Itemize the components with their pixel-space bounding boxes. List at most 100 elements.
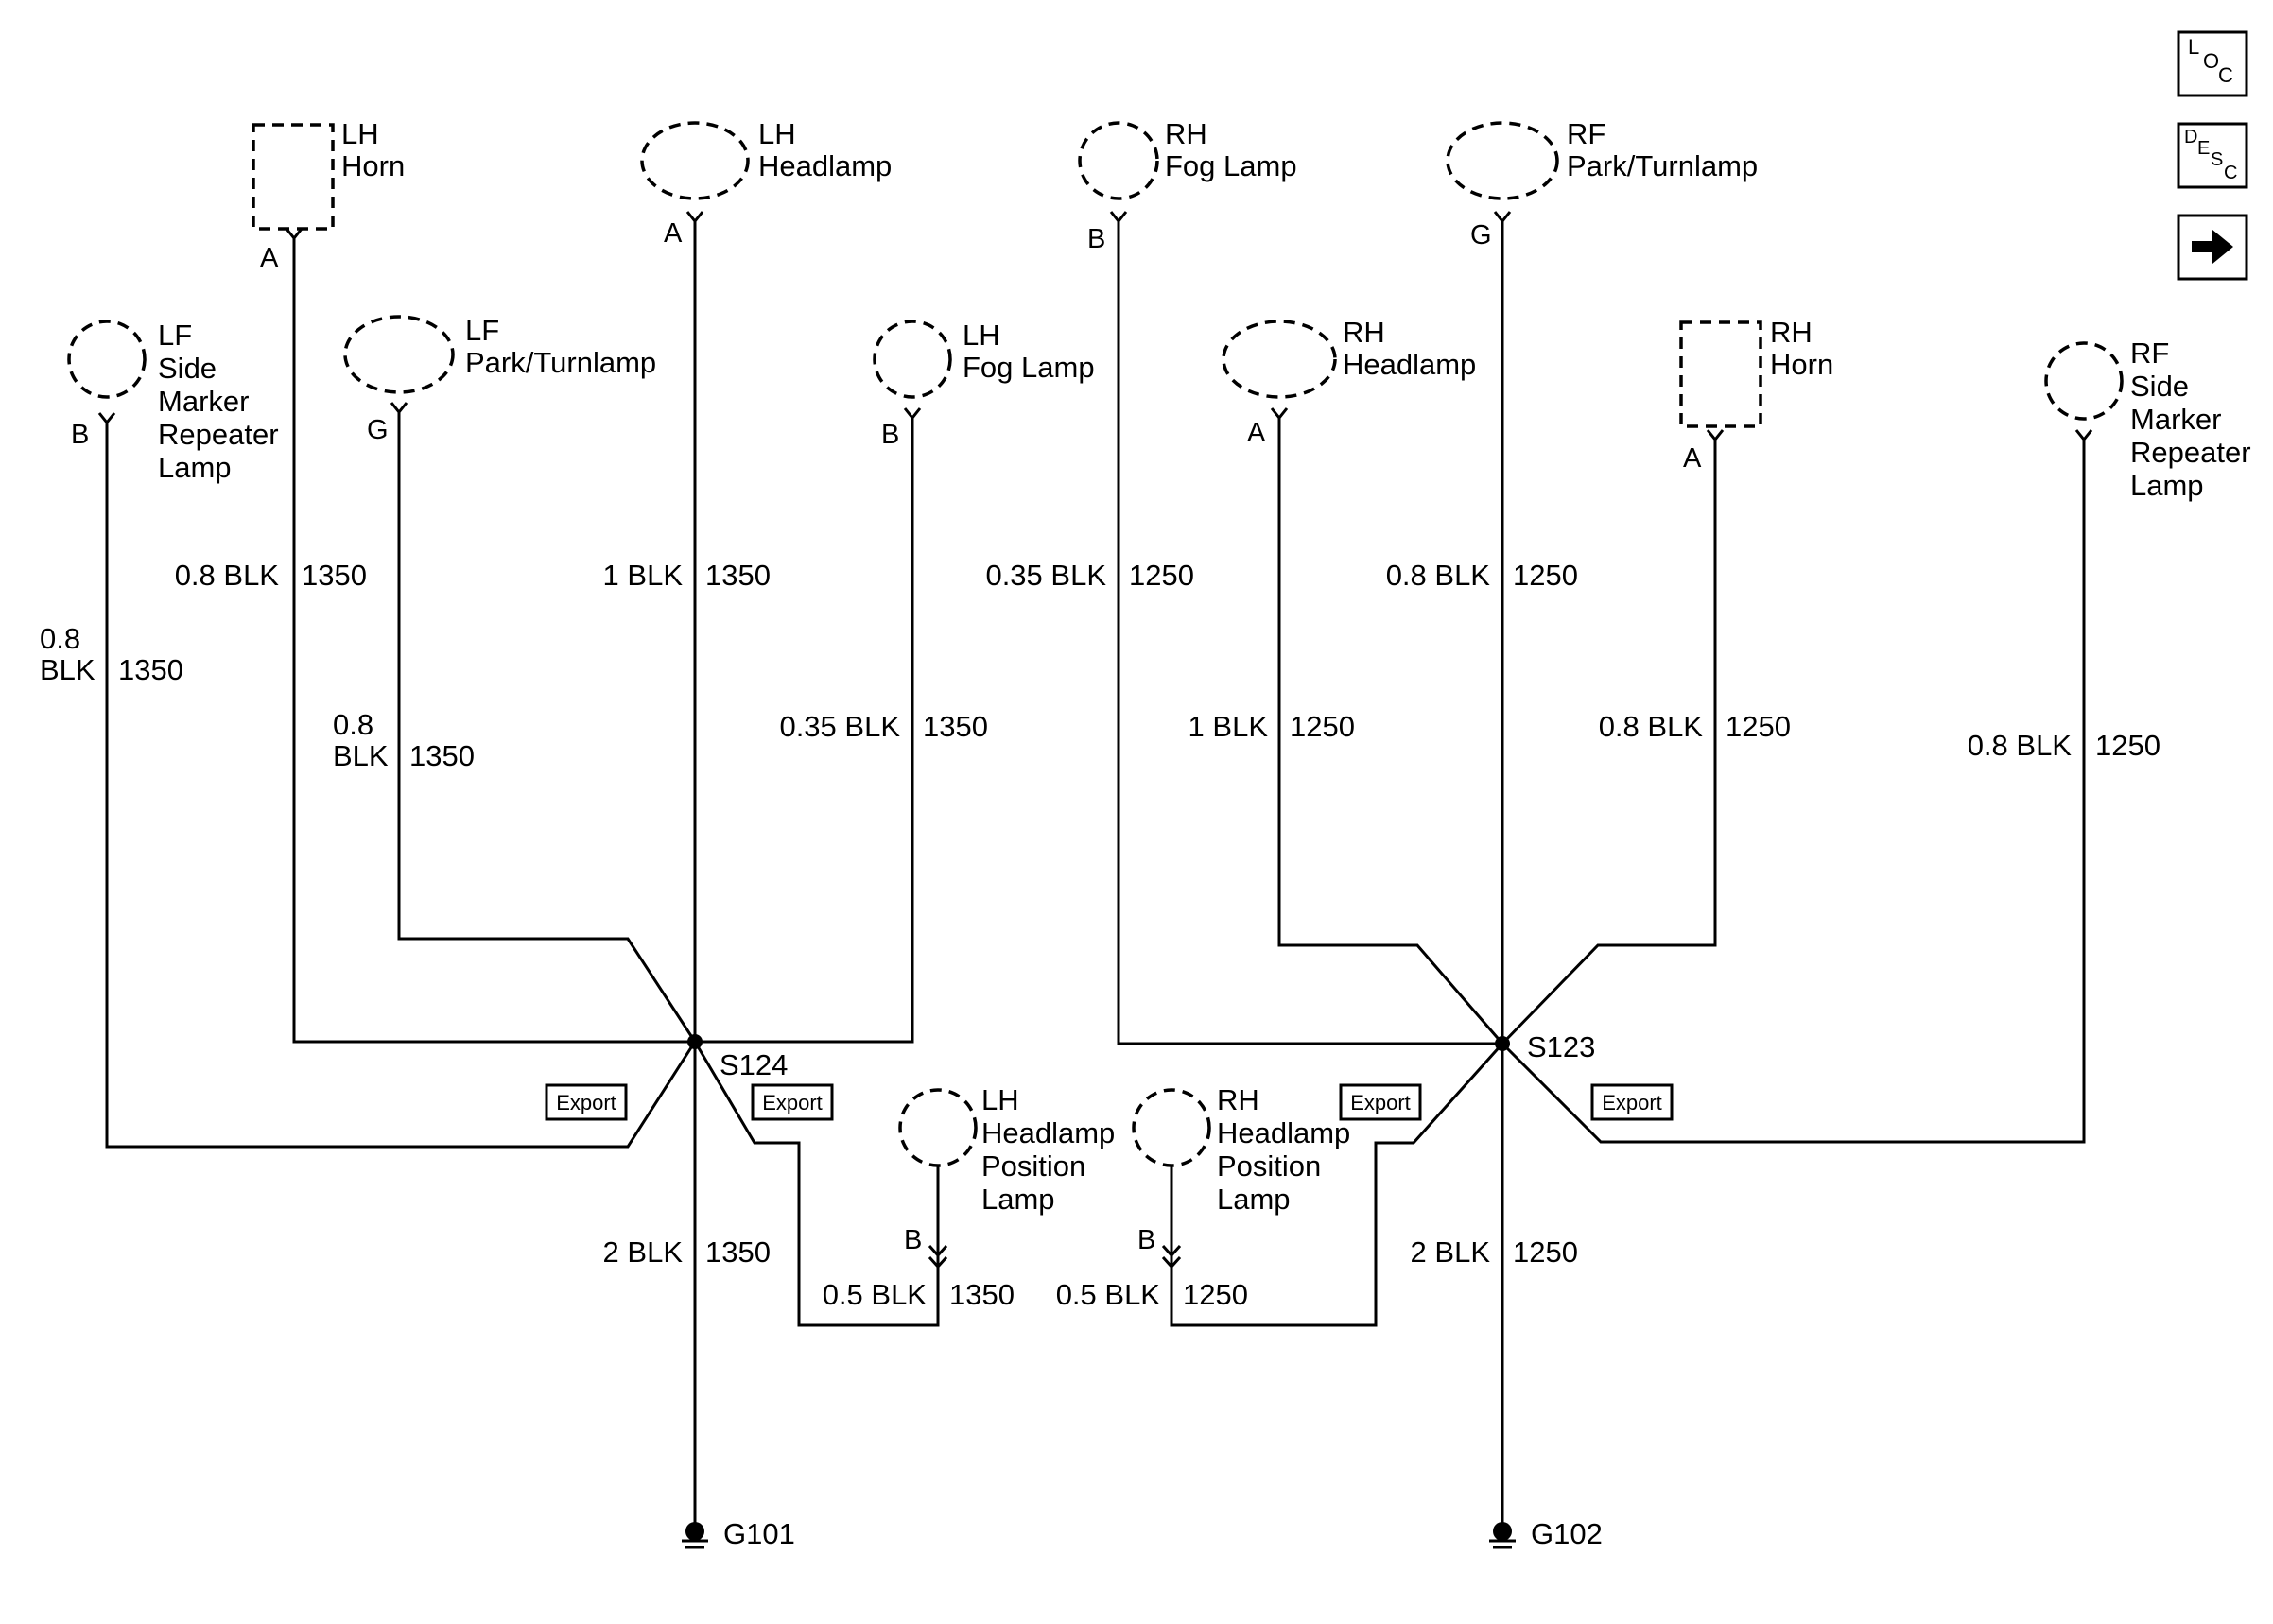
wire-circuit-rh-horn: 1250 [1726, 710, 1791, 743]
pin-labels: A A B G B G B A A B B [71, 218, 1702, 1255]
wire-size-g101-lead: 2 BLK [603, 1235, 684, 1269]
splice-s123-label: S123 [1527, 1030, 1595, 1063]
wire-lh-fog-lamp [695, 416, 914, 1044]
wire-circuit-lh-headlamp-position: 1350 [949, 1278, 1015, 1311]
rh-headlamp-outline [1222, 320, 1337, 399]
label-rf-side-marker: RF Side Marker Repeater Lamp [2130, 337, 2259, 502]
ground-g101-label: G101 [723, 1517, 795, 1550]
lh-headlamp-position-outline [898, 1088, 978, 1167]
arrow-right-icon [2192, 230, 2233, 264]
pin-lh-fog-lamp: B [881, 420, 899, 450]
connector-rh-headlamp [1270, 407, 1289, 421]
wire-circuit-g101-lead: 1350 [705, 1235, 771, 1269]
description-button[interactable]: D E S C [2177, 122, 2248, 189]
pin-lh-headlamp-position: B [904, 1225, 922, 1255]
desc-letter-e: E [2197, 138, 2210, 159]
wire-circuit-lh-headlamp: 1350 [705, 559, 771, 592]
label-lf-side-marker: LF Side Marker Repeater Lamp [158, 319, 286, 484]
wire-circuit-rf-park-turnlamp: 1250 [1513, 559, 1578, 592]
lf-park-turnlamp-outline [343, 315, 455, 394]
wire-size-lh-headlamp: 1 BLK [603, 559, 684, 592]
connector-rh-horn [1706, 429, 1725, 442]
wire-circuit-rh-fog-lamp: 1250 [1129, 559, 1194, 592]
wire-size-lh-fog-lamp: 0.35 BLK [779, 710, 900, 743]
wire-lh-headlamp-position [693, 1041, 940, 1327]
wire-circuit-lh-horn: 1350 [302, 559, 367, 592]
wire-size-rf-side-marker: 0.8 BLK [1968, 729, 2073, 762]
export-button[interactable]: Export [751, 1083, 834, 1121]
wire-size-lh-horn: 0.8 BLK [175, 559, 280, 592]
wire-rh-horn [1501, 438, 1717, 1045]
wire-rf-side-marker [1501, 438, 2086, 1144]
wire-labels: 0.8 BLK 1350 1 BLK 1350 0.35 BLK 1250 0.… [40, 559, 2160, 1311]
wire-rh-headlamp-position [1170, 1042, 1504, 1327]
splice-s124-label: S124 [720, 1048, 788, 1081]
ground-g102-icon [1489, 1522, 1516, 1549]
wire-size-lh-headlamp-position: 0.5 BLK [823, 1278, 928, 1311]
wire-circuit-lf-park-turnlamp: 1350 [409, 739, 475, 772]
pin-rf-park-turnlamp: G [1470, 220, 1492, 251]
wire-size-g102-lead: 2 BLK [1411, 1235, 1491, 1269]
svg-text:Export: Export [1350, 1091, 1411, 1114]
components [67, 121, 2124, 1167]
wire-circuit-g102-lead: 1250 [1513, 1235, 1578, 1269]
wire-size-rh-headlamp-position: 0.5 BLK [1056, 1278, 1161, 1311]
rf-side-marker-outline [2044, 341, 2124, 421]
connector-lh-headlamp-position [928, 1166, 948, 1270]
splice-s124-dot [687, 1034, 703, 1049]
rh-horn-outline [1679, 320, 1762, 428]
wires [105, 219, 2086, 1526]
svg-text:Export: Export [1602, 1091, 1662, 1114]
wire-lh-horn [292, 236, 695, 1044]
export-button[interactable]: Export [545, 1083, 628, 1121]
wire-size-lf-park-turnlamp: 0.8 BLK [333, 708, 389, 772]
wire-circuit-rh-headlamp-position: 1250 [1183, 1278, 1248, 1311]
pin-lf-park-turnlamp: G [367, 415, 389, 445]
wire-size-lf-side-marker: 0.8 BLK [40, 622, 95, 686]
connector-rh-headlamp-position [1161, 1166, 1182, 1270]
pin-rh-headlamp-position: B [1137, 1225, 1155, 1255]
lh-headlamp-outline [640, 121, 750, 200]
rh-headlamp-position-outline [1132, 1088, 1211, 1167]
lh-horn-outline [252, 123, 335, 231]
label-lh-headlamp: LH Headlamp [758, 117, 892, 182]
connectors [97, 211, 2093, 1270]
wire-size-rh-fog-lamp: 0.35 BLK [985, 559, 1106, 592]
wire-rh-headlamp [1277, 416, 1504, 1045]
connector-lh-fog-lamp [903, 407, 922, 421]
pin-rh-fog-lamp: B [1087, 224, 1105, 254]
wire-circuit-lf-side-marker: 1350 [118, 653, 183, 686]
pin-lh-horn: A [260, 243, 279, 273]
rf-park-turnlamp-outline [1446, 121, 1559, 200]
label-lh-fog-lamp: LH Fog Lamp [963, 319, 1095, 384]
wire-size-rh-horn: 0.8 BLK [1599, 710, 1704, 743]
ground-g101-icon [682, 1522, 708, 1549]
label-lh-headlamp-position: LH Headlamp Position Lamp [981, 1083, 1123, 1216]
loc-letter-l: L [2188, 35, 2199, 59]
wire-lf-park-turnlamp [397, 410, 697, 1043]
connector-lf-side-marker [97, 412, 116, 425]
location-button[interactable]: L O C [2177, 30, 2248, 97]
pin-rh-horn: A [1683, 443, 1702, 474]
export-button[interactable]: Export [1590, 1083, 1674, 1121]
label-lf-park-turnlamp: LF Park/Turnlamp [465, 314, 656, 379]
connector-lh-horn [285, 228, 304, 241]
label-rh-headlamp-position: RH Headlamp Position Lamp [1217, 1083, 1359, 1216]
label-rh-fog-lamp: RH Fog Lamp [1165, 117, 1297, 182]
wire-circuit-lh-fog-lamp: 1350 [923, 710, 988, 743]
wire-rh-fog-lamp [1117, 219, 1502, 1045]
connector-rf-park-turnlamp [1493, 211, 1512, 224]
connector-rh-fog-lamp [1109, 211, 1128, 224]
desc-letter-s: S [2211, 149, 2223, 170]
pin-rh-headlamp: A [1247, 418, 1266, 448]
connector-lh-headlamp [685, 211, 704, 224]
svg-text:Export: Export [556, 1091, 616, 1114]
label-rh-horn: RH Horn [1770, 316, 1833, 381]
pin-lh-headlamp: A [664, 218, 683, 249]
wire-size-rf-park-turnlamp: 0.8 BLK [1386, 559, 1491, 592]
desc-letter-d: D [2184, 127, 2197, 147]
export-button[interactable]: Export [1339, 1083, 1422, 1121]
ground-g102-label: G102 [1531, 1517, 1603, 1550]
next-page-button[interactable] [2177, 214, 2248, 281]
splice-s123-dot [1495, 1036, 1510, 1051]
